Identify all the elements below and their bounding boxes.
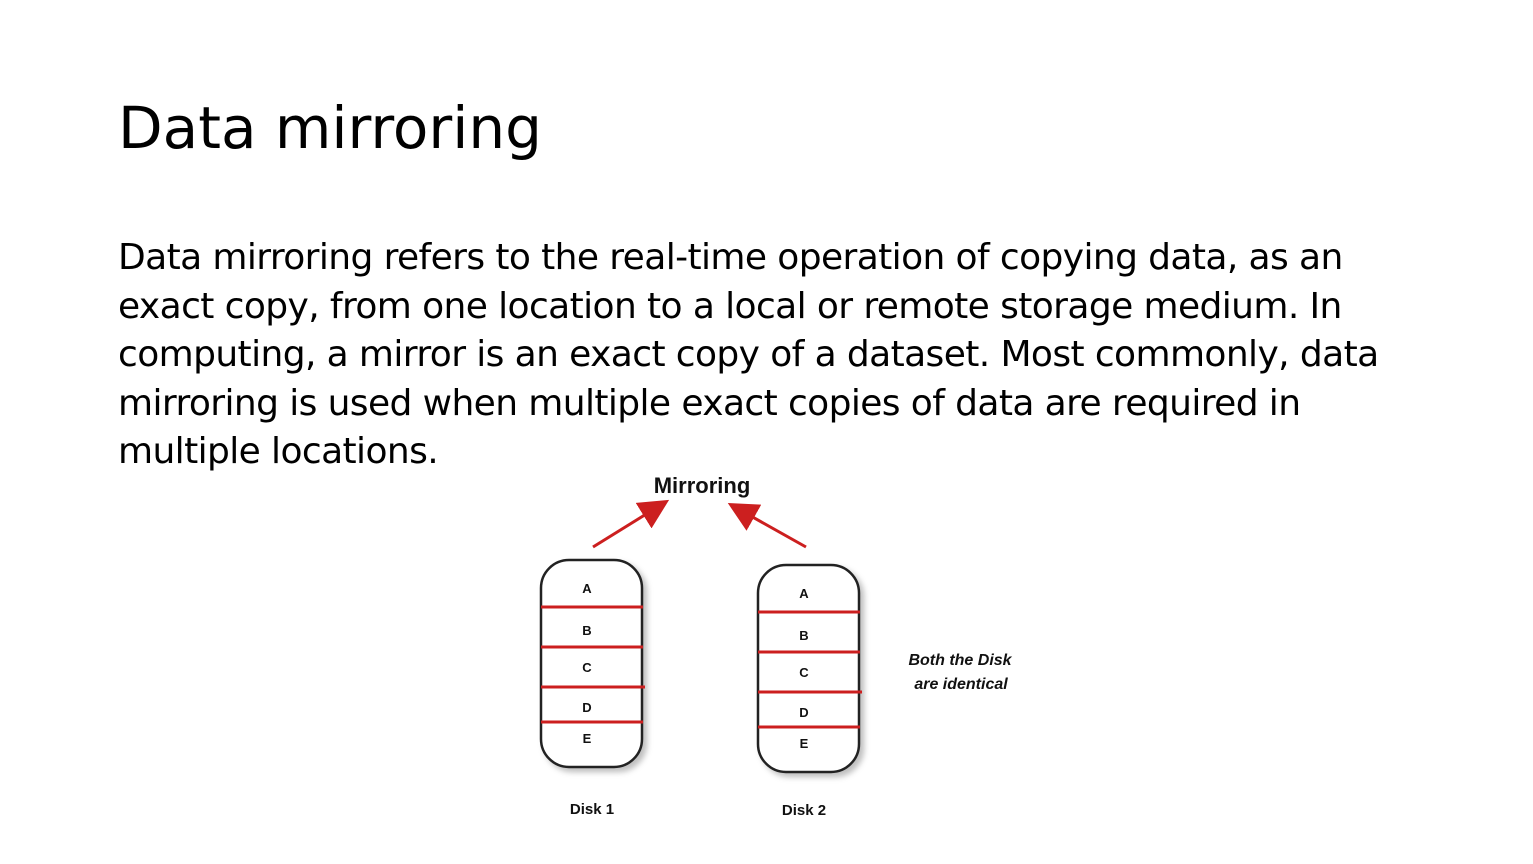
disk-2-block-label: D [799, 705, 808, 720]
arrow-disk2-to-mirroring [727, 503, 807, 549]
disk-2-block-label: A [799, 586, 809, 601]
body-line: mirroring is used when multiple exact co… [118, 382, 1301, 424]
body-line: exact copy, from one location to a local… [118, 285, 1342, 327]
identical-note-line: Both the Disk [908, 652, 1012, 669]
disk-1-block-label: B [582, 623, 591, 638]
disk-1-body [539, 558, 644, 769]
slide-title: Data mirroring [118, 94, 542, 162]
body-line: computing, a mirror is an exact copy of … [118, 334, 1379, 376]
body-line: multiple locations. [118, 431, 439, 473]
arrow-disk1-to-mirroring [592, 499, 670, 549]
disk-1-block-label: E [583, 731, 592, 746]
disk-2-block-label: C [799, 665, 809, 680]
body-line: Data mirroring refers to the real-time o… [118, 237, 1343, 278]
slide-body: Data mirroring refers to the real-time o… [118, 234, 1438, 477]
disk-1-label: Disk 1 [570, 801, 614, 818]
disk-2-label: Disk 2 [782, 802, 826, 819]
disk-2-block-label: E [800, 736, 809, 751]
identical-note-line: are identical [914, 676, 1008, 693]
disk-2: A B C D E Disk 2 [756, 563, 862, 819]
disk-1-block-label: D [582, 700, 591, 715]
disk-1-block-label: C [582, 660, 592, 675]
disk-1: A B C D E Disk 1 [539, 558, 645, 818]
disk-2-block-label: B [799, 628, 808, 643]
disk-2-body [756, 563, 861, 774]
disk-1-block-label: A [582, 581, 592, 596]
